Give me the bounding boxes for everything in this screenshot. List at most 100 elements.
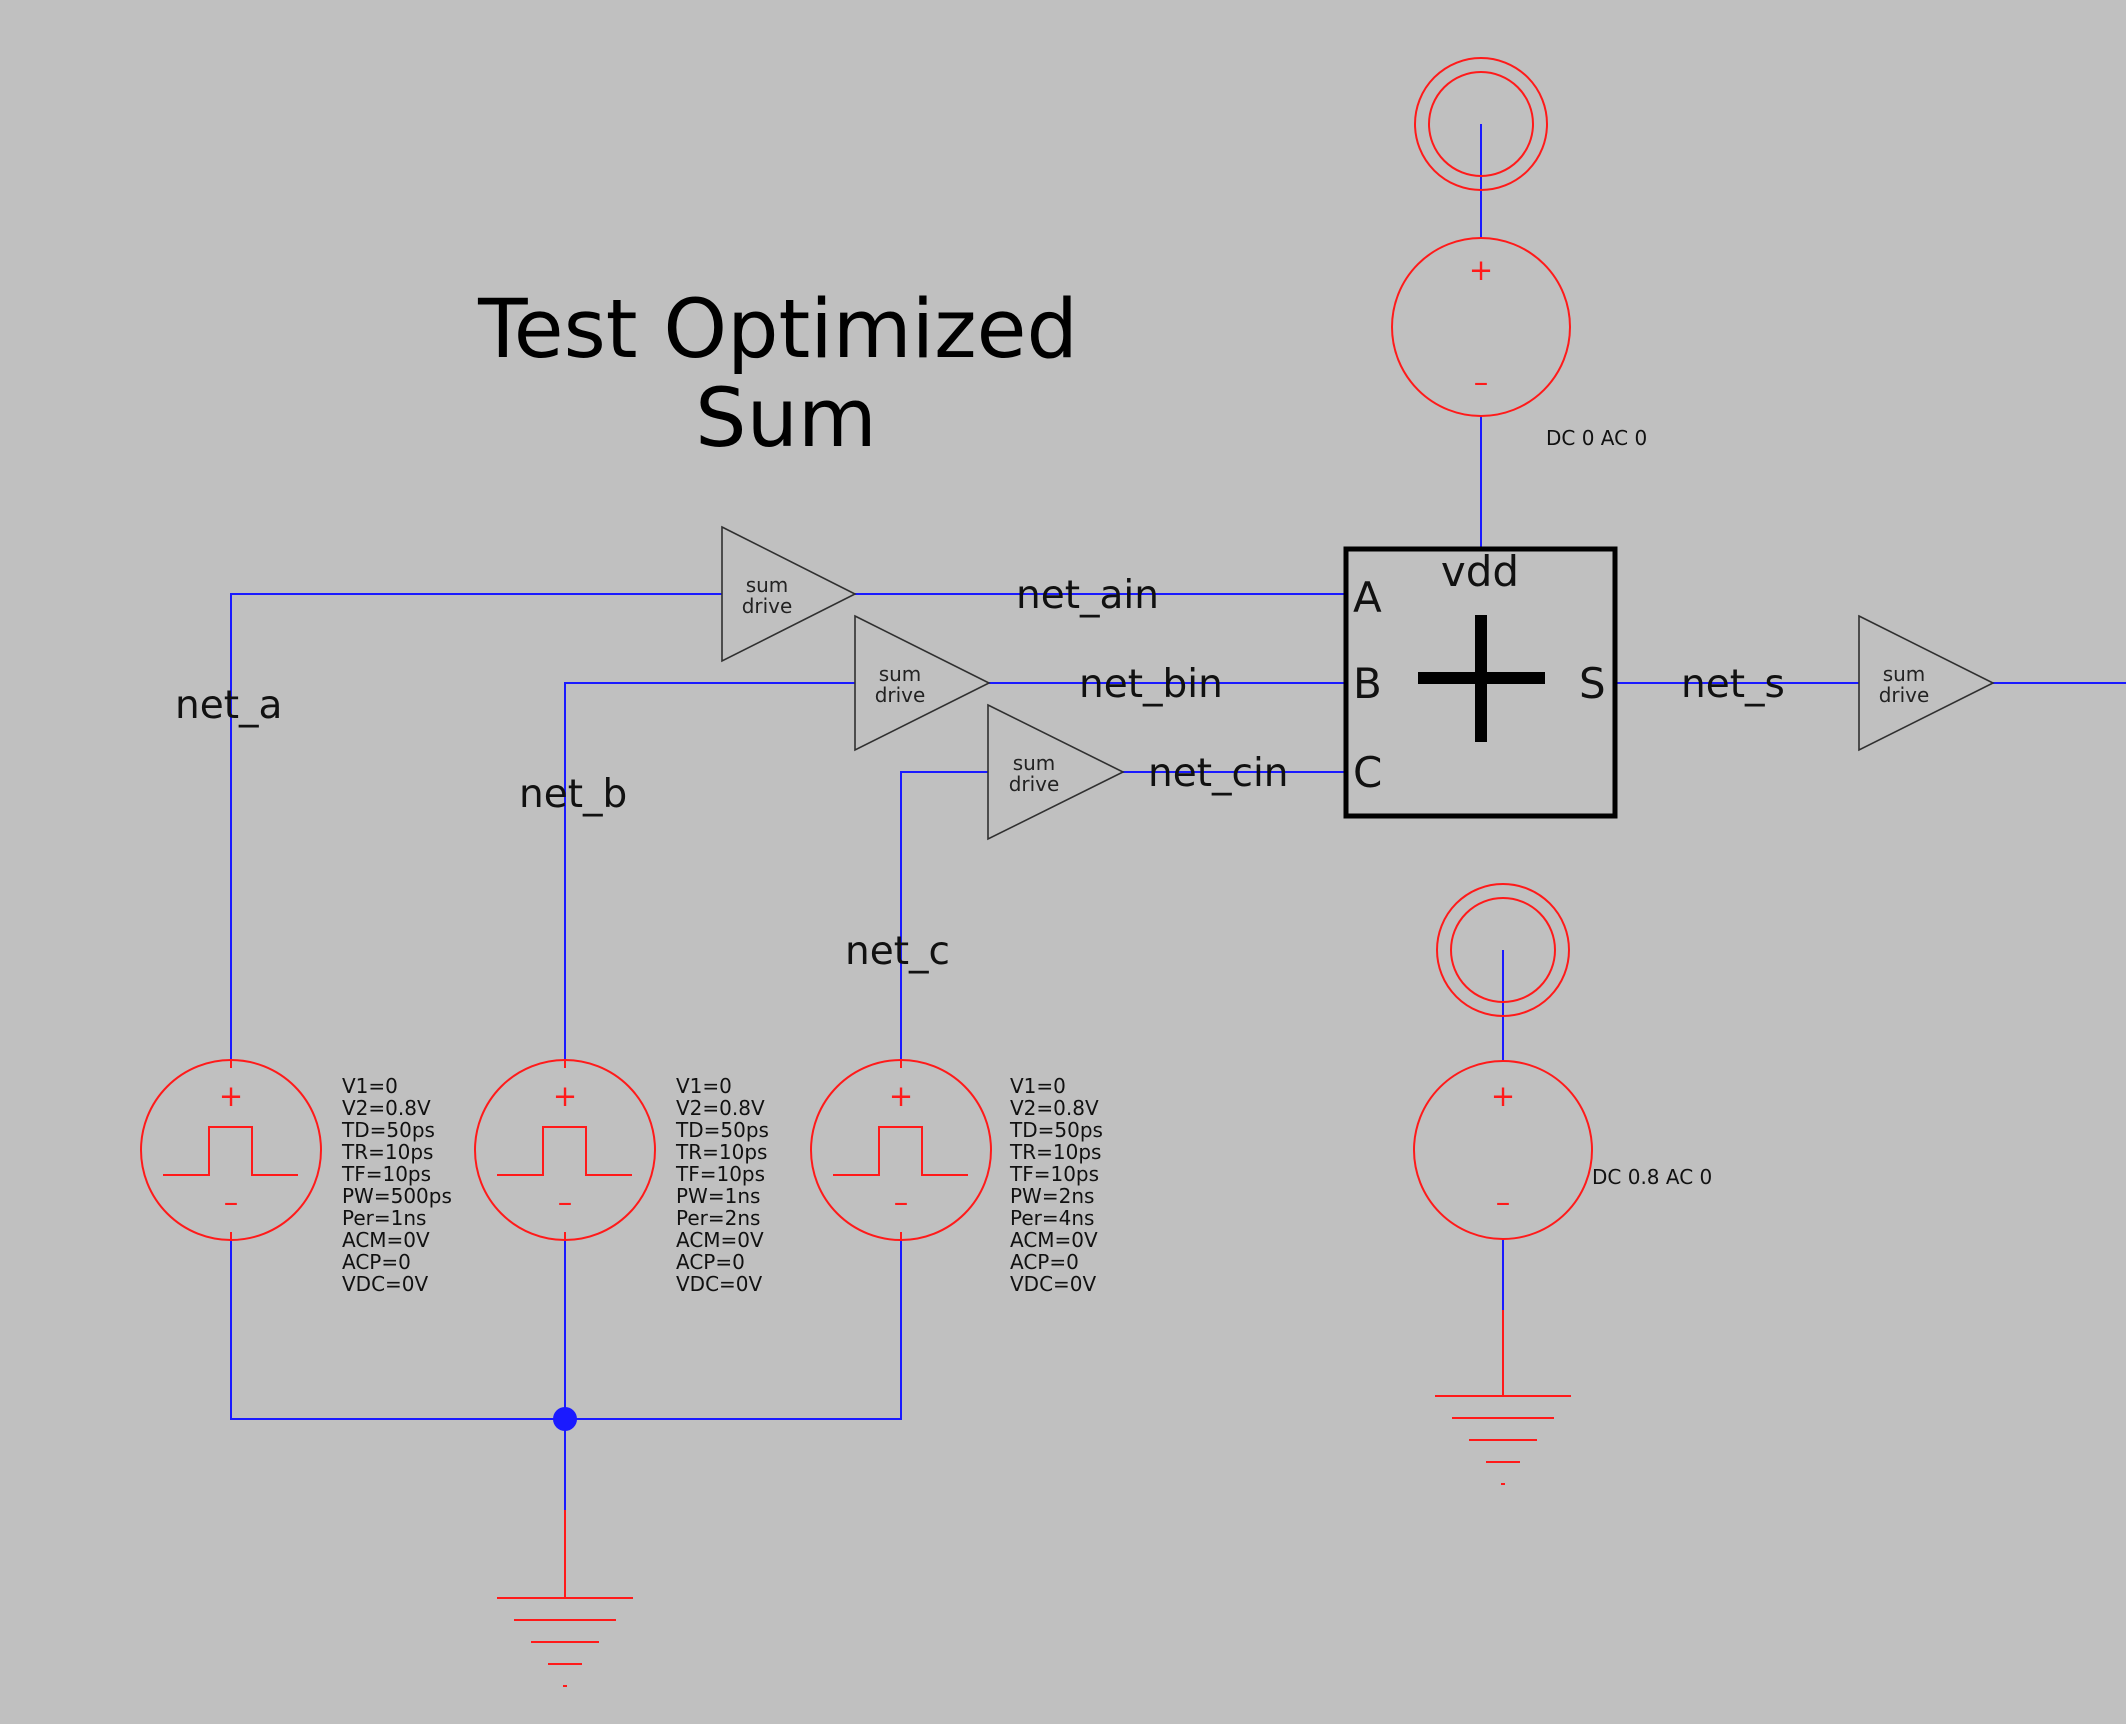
buffer-triangle <box>987 703 1125 841</box>
source-param-line: PW=500ps <box>342 1184 452 1208</box>
wires <box>230 124 2126 1510</box>
buffer-label-line-2: drive <box>1879 683 1930 707</box>
plus-icon <box>1418 615 1545 742</box>
source-param-line: V2=0.8V <box>676 1096 765 1120</box>
supply-terminal-inner-icon <box>1428 71 1534 177</box>
source-param-line: VDC=0V <box>676 1272 763 1296</box>
junction-dot <box>553 1407 577 1431</box>
pulse-source-b[interactable]: + – <box>474 1059 656 1241</box>
buffer-label-line-1: sum <box>879 662 922 686</box>
net-label-a: net_a <box>175 683 282 728</box>
minus-sign-icon: – <box>1496 1185 1511 1219</box>
pin-a-label: A <box>1353 573 1382 622</box>
buffer-triangle <box>721 525 857 663</box>
source-param-line: TF=10ps <box>341 1162 431 1186</box>
source-param-line: ACM=0V <box>1010 1228 1098 1252</box>
wire-net-a[interactable] <box>230 593 722 1059</box>
ground-icon <box>497 1510 633 1687</box>
buffer-s[interactable]: sum drive <box>1858 614 1995 752</box>
source-param-line: PW=1ns <box>676 1184 760 1208</box>
source-circle <box>1391 237 1571 417</box>
plus-sign-icon: + <box>553 1079 577 1113</box>
plus-sign-icon: + <box>219 1079 243 1113</box>
net-label-cin: net_cin <box>1148 751 1289 796</box>
source-param-line: V2=0.8V <box>342 1096 431 1120</box>
pulse-source-c[interactable]: + – <box>810 1059 992 1241</box>
buffer-a[interactable]: sum drive <box>721 525 857 663</box>
source-circle <box>1413 1060 1593 1240</box>
source-param-line: V1=0 <box>342 1074 398 1098</box>
plus-sign-icon: + <box>1491 1079 1515 1113</box>
source-param-line: ACM=0V <box>342 1228 430 1252</box>
dc-supply-top[interactable]: + – DC 0 AC 0 <box>1391 57 1647 450</box>
ground-icon <box>1435 1310 1571 1485</box>
source-param-line: ACP=0 <box>1010 1250 1079 1274</box>
source-param-line: V2=0.8V <box>1010 1096 1099 1120</box>
buffer-label-line-2: drive <box>742 594 793 618</box>
buffer-triangle <box>854 614 991 752</box>
buffer-c[interactable]: sum drive <box>987 703 1125 841</box>
source-param-line: TR=10ps <box>675 1140 767 1164</box>
source-param-line: TF=10ps <box>675 1162 765 1186</box>
source-param-line: TR=10ps <box>341 1140 433 1164</box>
plus-sign-icon: + <box>1469 253 1493 287</box>
source-param-line: VDC=0V <box>342 1272 429 1296</box>
minus-sign-icon: – <box>894 1185 909 1219</box>
supply-terminal-inner-icon <box>1450 897 1556 1003</box>
pulse-waveform-icon <box>163 1126 298 1176</box>
pin-b-label: B <box>1353 659 1382 708</box>
buffer-label-line-1: sum <box>1883 662 1926 686</box>
source-param-line: ACP=0 <box>342 1250 411 1274</box>
buffer-b[interactable]: sum drive <box>854 614 991 752</box>
source-param-line: TD=50ps <box>1009 1118 1103 1142</box>
source-param-line: TF=10ps <box>1009 1162 1099 1186</box>
source-param-line: TD=50ps <box>675 1118 769 1142</box>
title-line-2: Sum <box>695 372 877 466</box>
sum-block[interactable]: A B C S vdd <box>1343 546 1618 819</box>
source-c-params: V1=0V2=0.8VTD=50psTR=10psTF=10psPW=2nsPe… <box>1009 1074 1103 1296</box>
pulse-waveform-icon <box>497 1126 632 1176</box>
buffer-label-line-1: sum <box>746 573 789 597</box>
plus-sign-icon: + <box>889 1079 913 1113</box>
source-b-params: V1=0V2=0.8VTD=50psTR=10psTF=10psPW=1nsPe… <box>675 1074 769 1296</box>
source-param-line: Per=2ns <box>676 1206 760 1230</box>
vdd-label: vdd <box>1441 547 1519 596</box>
source-param-line: Per=4ns <box>1010 1206 1094 1230</box>
buffer-label-line-2: drive <box>875 683 926 707</box>
pin-c-label: C <box>1353 748 1382 797</box>
source-a-params: V1=0V2=0.8VTD=50psTR=10psTF=10psPW=500ps… <box>341 1074 452 1296</box>
buffer-label-line-1: sum <box>1013 751 1056 775</box>
supply-terminal-outer-icon <box>1414 57 1548 191</box>
net-label-bin: net_bin <box>1079 662 1223 707</box>
pulse-source-a[interactable]: + – <box>140 1059 322 1241</box>
source-param-line: PW=2ns <box>1010 1184 1094 1208</box>
dc-label-bottom: DC 0.8 AC 0 <box>1592 1165 1712 1189</box>
pin-s-label: S <box>1579 659 1606 708</box>
source-param-line: ACM=0V <box>676 1228 764 1252</box>
net-label-c: net_c <box>845 929 950 974</box>
net-label-b: net_b <box>519 772 627 817</box>
buffer-triangle <box>1858 614 1995 752</box>
source-param-line: ACP=0 <box>676 1250 745 1274</box>
source-param-line: VDC=0V <box>1010 1272 1097 1296</box>
minus-sign-icon: – <box>224 1185 239 1219</box>
source-param-line: TD=50ps <box>341 1118 435 1142</box>
dc-label-top: DC 0 AC 0 <box>1546 426 1647 450</box>
pulse-waveform-icon <box>833 1126 968 1176</box>
dc-supply-bottom[interactable]: + – DC 0.8 AC 0 <box>1413 883 1712 1240</box>
minus-sign-icon: – <box>1474 365 1489 399</box>
net-label-s: net_s <box>1681 662 1785 707</box>
wire-net-c[interactable] <box>900 771 988 1059</box>
minus-sign-icon: – <box>558 1185 573 1219</box>
supply-terminal-outer-icon <box>1436 883 1570 1017</box>
title-line-1: Test Optimized <box>477 283 1078 377</box>
source-param-line: V1=0 <box>1010 1074 1066 1098</box>
net-label-ain: net_ain <box>1016 573 1159 618</box>
source-param-line: TR=10ps <box>1009 1140 1101 1164</box>
source-param-line: V1=0 <box>676 1074 732 1098</box>
sum-block-outline <box>1343 546 1618 819</box>
source-param-line: Per=1ns <box>342 1206 426 1230</box>
wire-net-b[interactable] <box>564 682 855 1059</box>
buffer-label-line-2: drive <box>1009 772 1060 796</box>
